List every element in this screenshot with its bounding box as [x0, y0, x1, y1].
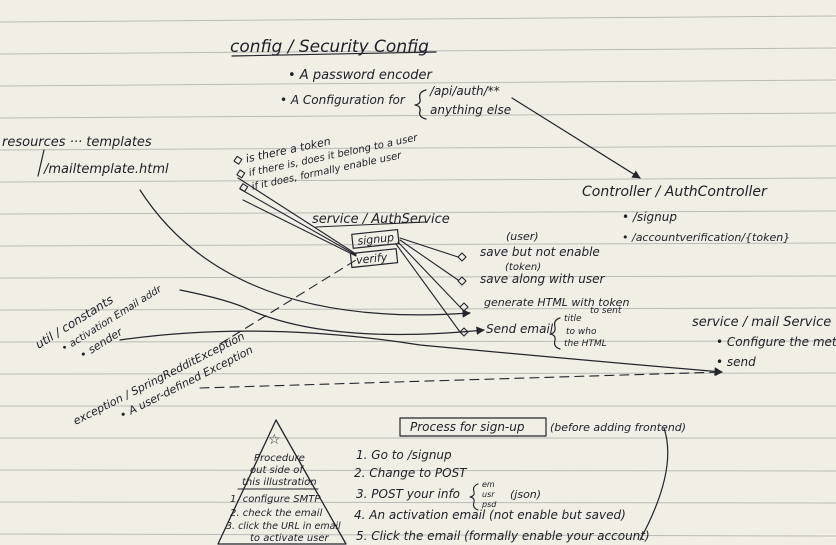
config-to-controller-arrow [511, 97, 641, 179]
config-item-password-encoder: • A password encoder [288, 68, 433, 83]
mail-service-configure-meta: • Configure the meta [716, 335, 836, 349]
step-generate-html: generate HTML with token [484, 296, 629, 309]
sender-to-mail-service-arrow [119, 330, 723, 376]
config-route-api-auth: /api/auth/** [429, 84, 500, 98]
security-config-note: config / Security Config • A password en… [230, 37, 511, 120]
step-save-not-enable: save but not enable [480, 245, 600, 259]
signup-method-label: signup [357, 231, 395, 248]
step-token-note: (token) [505, 262, 541, 273]
config-route-anything-else: anything else [430, 103, 511, 117]
process-step-1: 1. Go to /signup [356, 448, 452, 462]
process-step-2: 2. Change to POST [354, 466, 468, 480]
ruled-lines [0, 15, 836, 537]
config-routes-brace [414, 89, 427, 120]
signup-to-steps-lines [395, 237, 461, 333]
send-email-to-sent-note: to sent [590, 306, 622, 316]
process-header-box [399, 417, 547, 437]
diamond-icon [457, 252, 467, 262]
diamond-icon [457, 276, 467, 286]
process-field-email: em [482, 480, 495, 489]
step-save-with-user: save along with user [480, 272, 605, 286]
mail-template-file: /mailtemplate.html [43, 162, 169, 177]
resources-note: resources ··· templates /mailtemplate.ht… [2, 135, 169, 177]
signup-method-box: signup [351, 228, 400, 249]
exception-to-mail-service-dashed [199, 368, 723, 389]
mail-service-title: service / mail Service [692, 315, 831, 330]
send-email-brace [549, 317, 561, 350]
process-step-3-brace [469, 483, 479, 511]
auth-controller-title: Controller / AuthController [582, 184, 768, 200]
triangle-outline [217, 419, 347, 545]
template-to-generate-html-arrow [139, 189, 471, 318]
step-send-email: Send email [486, 322, 554, 336]
mail-service-send: • send [716, 355, 756, 369]
triangle-label-outside: out side of [250, 465, 304, 476]
diamond-icon [233, 155, 243, 165]
auth-service-title: service / AuthService [312, 212, 450, 227]
security-config-title: config / Security Config [230, 37, 429, 57]
process-field-user: usr [482, 490, 495, 499]
exception-to-auth-service-dashed [219, 259, 357, 345]
security-config-underline [231, 51, 437, 57]
config-item-configuration: • A Configuration for [280, 93, 406, 107]
triangle-item-check-email: 2. check the email [230, 508, 323, 519]
signup-process: Process for sign-up (before adding front… [354, 417, 686, 543]
endpoint-signup: • /signup [622, 210, 677, 224]
diamond-icon [236, 169, 246, 179]
auth-controller-note: Controller / AuthController • /signup • … [582, 184, 790, 244]
triangle-label-procedure: Procedure [254, 453, 305, 464]
send-email-title-note: title [564, 314, 582, 324]
endpoint-account-verification: • /accountverification/{token} [622, 231, 790, 244]
process-step-3: 3. POST your info [356, 487, 460, 501]
auth-service-underline [315, 221, 427, 228]
process-step-3-json: (json) [510, 488, 541, 501]
triangle-item-activate-user: to activate user [250, 533, 330, 544]
star-icon: ☆ [268, 432, 281, 448]
verify-method-box: verify [349, 248, 399, 269]
process-step-5: 5. Click the email (formally enable your… [356, 529, 650, 543]
triangle-label-illustration: this illustration [242, 477, 317, 488]
auth-service-note: service / AuthService signup verify [312, 212, 450, 269]
resources-slash [37, 149, 45, 177]
triangle-item-click-url: 3. click the URL in email [226, 521, 341, 532]
process-step-4: 4. An activation email (not enable but s… [354, 508, 626, 522]
filter-to-verify-lines [237, 177, 357, 257]
resources-templates-label: resources ··· templates [2, 135, 152, 150]
mail-service-note: service / mail Service • Configure the m… [692, 315, 836, 369]
send-email-html-note: the HTML [564, 339, 607, 349]
send-email-to-who-note: to who [566, 327, 597, 337]
triangle-item-configure-smtp: 1. configure SMTP [230, 494, 321, 505]
signup-steps: (user) save but not enable (token) save … [457, 230, 629, 350]
process-header: Process for sign-up [410, 420, 525, 434]
process-field-password: psd [481, 500, 497, 509]
constants-to-send-email-arrow [179, 289, 485, 336]
verify-method-label: verify [355, 251, 388, 267]
process-steps-bracket [639, 427, 669, 541]
step-user-note: (user) [506, 230, 539, 243]
procedure-triangle: ☆ Procedure out side of this illustratio… [217, 419, 347, 545]
process-header-suffix: (before adding frontend) [550, 421, 686, 434]
